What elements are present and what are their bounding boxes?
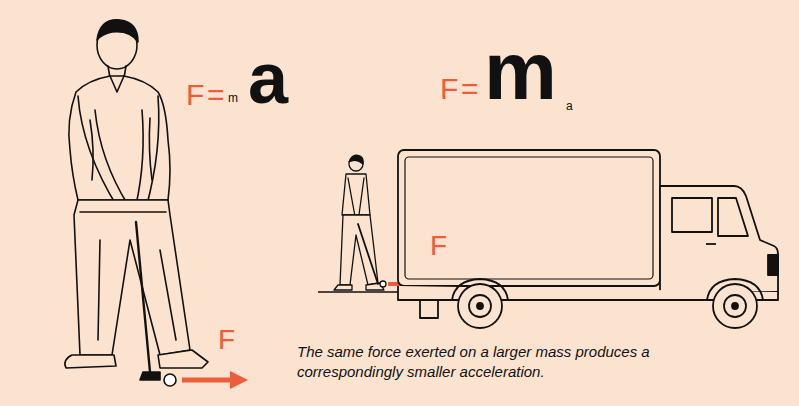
force-arrow	[182, 371, 248, 389]
mass-symbol: m	[228, 92, 238, 104]
acceleration-symbol: a	[248, 42, 288, 114]
truck	[398, 150, 778, 328]
equals-sign: =	[461, 74, 479, 104]
force-label: F	[218, 326, 235, 354]
acceleration-symbol: a	[566, 100, 573, 112]
mass-symbol: m	[484, 30, 557, 112]
force-label: F	[430, 232, 447, 260]
force-symbol: F	[186, 80, 204, 110]
force-symbol: F	[440, 74, 458, 104]
small-golfer	[334, 155, 386, 290]
caption: The same force exerted on a larger mass …	[297, 342, 659, 382]
equals-sign: =	[207, 80, 225, 110]
golfer	[65, 20, 208, 386]
